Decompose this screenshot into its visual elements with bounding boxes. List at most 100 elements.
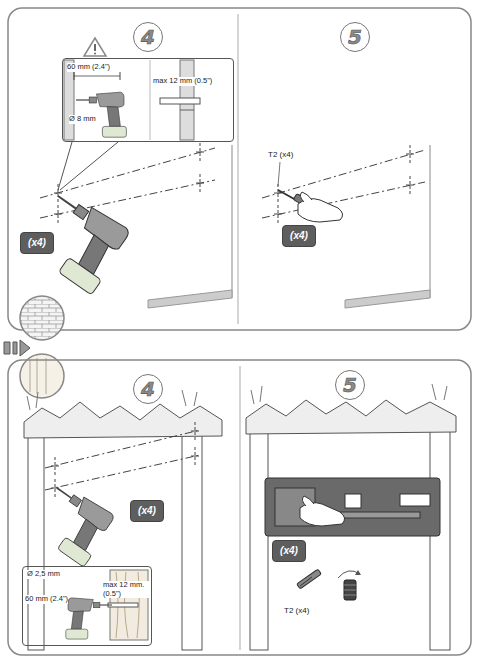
quantity-text: (x4) bbox=[290, 231, 308, 241]
quantity-badge: (x4) bbox=[272, 540, 306, 562]
wall-plug-discard bbox=[338, 571, 360, 578]
bottom-panel bbox=[8, 360, 471, 655]
bottom-panel bbox=[240, 366, 241, 650]
wood-frame bbox=[246, 400, 456, 434]
quantity-badge: (x4) bbox=[130, 500, 164, 522]
leader-line bbox=[60, 142, 118, 190]
quantity-text: (x4) bbox=[280, 546, 298, 556]
drill-symbol bbox=[22, 185, 134, 295]
screwdriver-symbol bbox=[278, 162, 280, 186]
wall bbox=[262, 145, 430, 308]
inset-illustration bbox=[120, 72, 121, 80]
inset-illustration bbox=[160, 98, 200, 104]
screw-symbol bbox=[300, 577, 312, 586]
wall bbox=[262, 150, 425, 198]
leader-line bbox=[58, 142, 72, 190]
leader-line bbox=[58, 142, 118, 190]
wall-plate bbox=[265, 478, 440, 536]
wood-frame bbox=[45, 455, 200, 490]
wall bbox=[406, 176, 414, 194]
inset-illustration bbox=[64, 60, 74, 140]
wall bbox=[196, 174, 204, 192]
screw-symbol bbox=[297, 569, 322, 589]
warning-symbol bbox=[84, 38, 106, 56]
wall bbox=[40, 148, 215, 198]
wood-frame bbox=[191, 422, 199, 440]
wood-frame bbox=[182, 425, 202, 650]
wall-plate bbox=[400, 494, 430, 506]
step-number: 5 bbox=[335, 370, 365, 400]
wall-plug-discard bbox=[355, 570, 361, 575]
wall bbox=[196, 143, 204, 161]
top-panel bbox=[238, 14, 239, 324]
step-number: 4 bbox=[133, 22, 163, 52]
step-number-text: 4 bbox=[141, 27, 155, 47]
wood-frame bbox=[24, 390, 222, 650]
wood-frame bbox=[24, 402, 222, 438]
wood-frame bbox=[191, 447, 199, 465]
wall bbox=[40, 143, 232, 308]
inset-illustration bbox=[74, 72, 75, 80]
drill-symbol bbox=[66, 598, 112, 639]
quantity-badge: (x4) bbox=[282, 225, 316, 247]
wall bbox=[345, 290, 430, 308]
wall bbox=[274, 184, 282, 202]
quantity-text: (x4) bbox=[28, 238, 46, 248]
dimension-text: 60 mm (2.4") bbox=[25, 595, 68, 604]
wall bbox=[232, 145, 233, 298]
detail-inset: Ø 2,5 mm max 12 mm. (0.5") 60 mm (2.4") bbox=[22, 566, 152, 646]
warning-symbol bbox=[94, 44, 96, 51]
dimension-text: 60 mm (2.4") bbox=[67, 63, 110, 72]
top-panel bbox=[8, 8, 471, 330]
part-label: T2 (x4) bbox=[268, 150, 293, 159]
wall bbox=[148, 290, 232, 308]
material-switch bbox=[20, 296, 64, 340]
inset-illustration bbox=[108, 603, 138, 607]
wall bbox=[274, 205, 282, 223]
wood-frame bbox=[45, 430, 200, 468]
quantity-text: (x4) bbox=[138, 506, 156, 516]
inset-illustration bbox=[180, 110, 194, 111]
dimension-text: max 12 mm. (0.5") bbox=[103, 581, 149, 598]
wall-plate bbox=[265, 478, 440, 536]
material-switch bbox=[30, 358, 46, 394]
wall bbox=[40, 180, 215, 218]
wood-frame bbox=[27, 390, 197, 410]
top-panel bbox=[8, 8, 471, 330]
drill-symbol bbox=[29, 479, 118, 567]
wall bbox=[430, 145, 431, 298]
step-number: 5 bbox=[340, 22, 370, 52]
material-switch bbox=[4, 340, 30, 356]
warning-symbol bbox=[94, 53, 96, 55]
screw-symbol bbox=[297, 569, 322, 589]
wall-plate bbox=[345, 494, 361, 508]
wall bbox=[54, 205, 62, 223]
inset-illustration bbox=[150, 60, 151, 140]
step-number-text: 4 bbox=[141, 379, 155, 399]
hand-symbol bbox=[300, 496, 345, 526]
dimension-text: Ø 2,5 mm bbox=[27, 570, 60, 579]
material-switch bbox=[4, 296, 64, 398]
warning-symbol bbox=[84, 38, 106, 56]
wall bbox=[262, 182, 425, 218]
part-label: T2 (x4) bbox=[284, 606, 309, 615]
inset-illustration bbox=[66, 570, 148, 640]
wall-plug-discard bbox=[344, 580, 356, 600]
wall bbox=[406, 145, 414, 163]
wood-frame bbox=[246, 384, 456, 650]
detail-inset: 60 mm (2.4")Ø 8 mmmax 12 mm (0.5") bbox=[62, 58, 234, 142]
wood-frame bbox=[51, 457, 59, 475]
dimension-text: Ø 8 mm bbox=[69, 115, 96, 124]
wall-plug-discard bbox=[338, 570, 361, 600]
step-number-text: 5 bbox=[343, 375, 357, 395]
bottom-panel bbox=[8, 360, 471, 655]
hand-symbol bbox=[298, 192, 343, 222]
wood-frame bbox=[28, 425, 44, 650]
wall bbox=[54, 184, 62, 202]
step-number: 4 bbox=[133, 374, 163, 404]
inset-illustration bbox=[64, 60, 200, 140]
step-number-text: 5 bbox=[348, 27, 362, 47]
